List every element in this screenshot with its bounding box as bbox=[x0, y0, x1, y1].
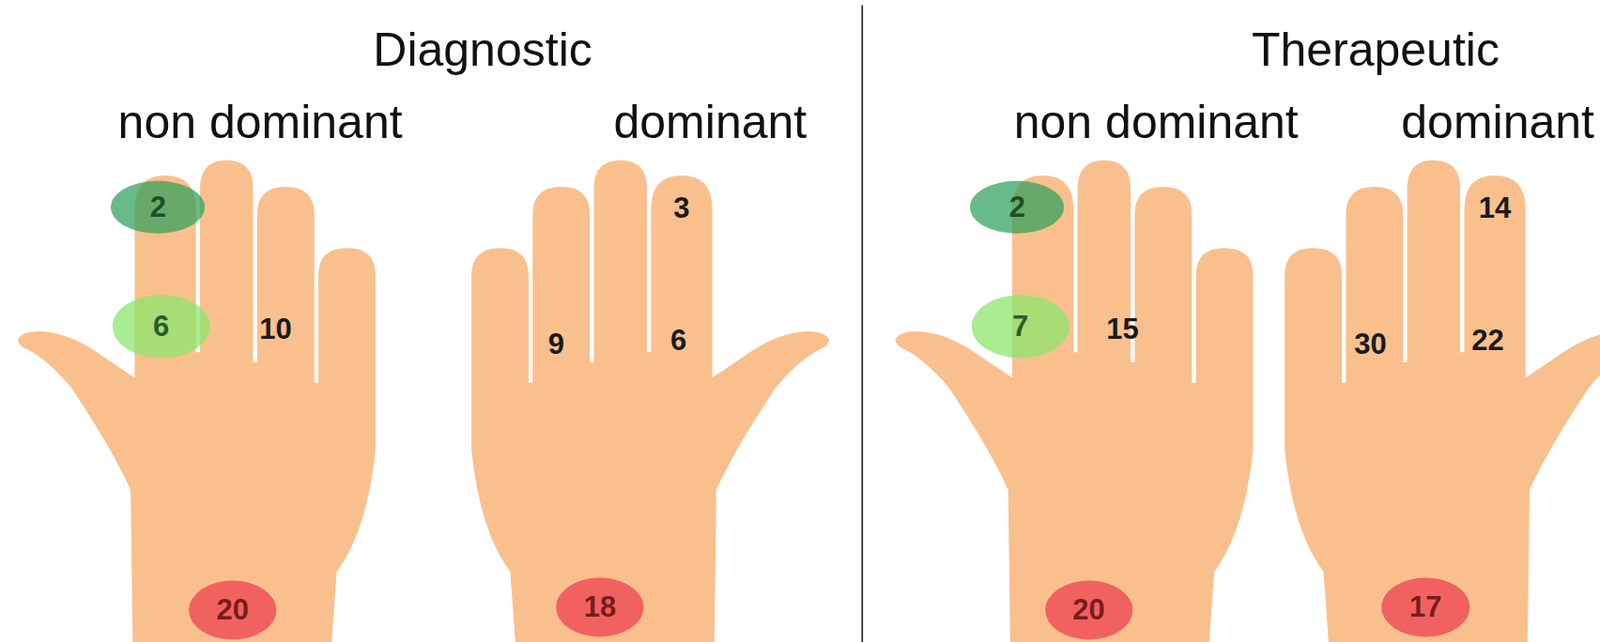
divider-line bbox=[861, 4, 863, 642]
hand-shape bbox=[17, 160, 376, 642]
point-value: 6 bbox=[670, 324, 687, 354]
section-heading: Diagnostic bbox=[372, 24, 592, 77]
point-value: 9 bbox=[548, 329, 565, 359]
hand-heading: non dominant bbox=[118, 96, 403, 149]
highlight-ellipse: 20 bbox=[1045, 580, 1133, 640]
highlight-ellipse: 17 bbox=[1381, 577, 1469, 637]
highlight-ellipse: 18 bbox=[555, 577, 644, 637]
hand-heading: non dominant bbox=[1014, 96, 1299, 149]
point-value: 2 bbox=[1009, 192, 1026, 222]
point-value: 20 bbox=[216, 595, 249, 625]
hand-heading: dominant bbox=[1400, 96, 1595, 149]
point-value: 15 bbox=[1106, 313, 1139, 343]
hand-shape bbox=[895, 160, 1254, 642]
section-heading: Therapeutic bbox=[1251, 24, 1500, 77]
hand-shape bbox=[471, 160, 830, 642]
highlight-ellipse: 7 bbox=[971, 294, 1070, 358]
point-value: 22 bbox=[1471, 324, 1504, 354]
point-value: 2 bbox=[150, 192, 167, 222]
point-value: 3 bbox=[673, 192, 690, 222]
point-value: 7 bbox=[1012, 311, 1029, 341]
point-value: 30 bbox=[1353, 329, 1386, 359]
hand-shape bbox=[1284, 160, 1600, 642]
highlight-ellipse: 2 bbox=[110, 180, 205, 234]
point-value: 18 bbox=[584, 592, 616, 622]
highlight-ellipse: 20 bbox=[188, 580, 277, 640]
point-value: 20 bbox=[1072, 595, 1105, 625]
point-value: 6 bbox=[153, 311, 170, 341]
highlight-ellipse: 6 bbox=[112, 294, 211, 358]
point-value: 14 bbox=[1478, 192, 1511, 222]
highlight-ellipse: 2 bbox=[969, 180, 1064, 234]
point-value: 10 bbox=[259, 313, 292, 343]
point-value: 17 bbox=[1409, 592, 1442, 622]
hand-heading: dominant bbox=[614, 96, 808, 149]
